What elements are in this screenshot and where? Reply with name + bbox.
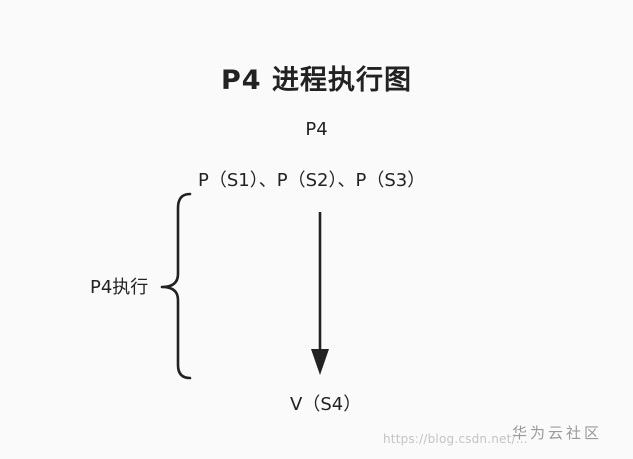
arrow-head (311, 349, 329, 375)
p-operations-label: P（S1）、P（S2）、P（S3） (198, 170, 426, 191)
watermark-url: https://blog.csdn.net/... (383, 432, 528, 446)
process-label: P4 (305, 119, 328, 140)
curly-brace (160, 192, 192, 380)
brace-label: P4执行 (90, 277, 149, 298)
watermark-logo: 华为云社区 (512, 424, 603, 442)
diagram-title: P4 进程执行图 (221, 65, 412, 96)
v-operation-label: V（S4） (290, 394, 362, 415)
